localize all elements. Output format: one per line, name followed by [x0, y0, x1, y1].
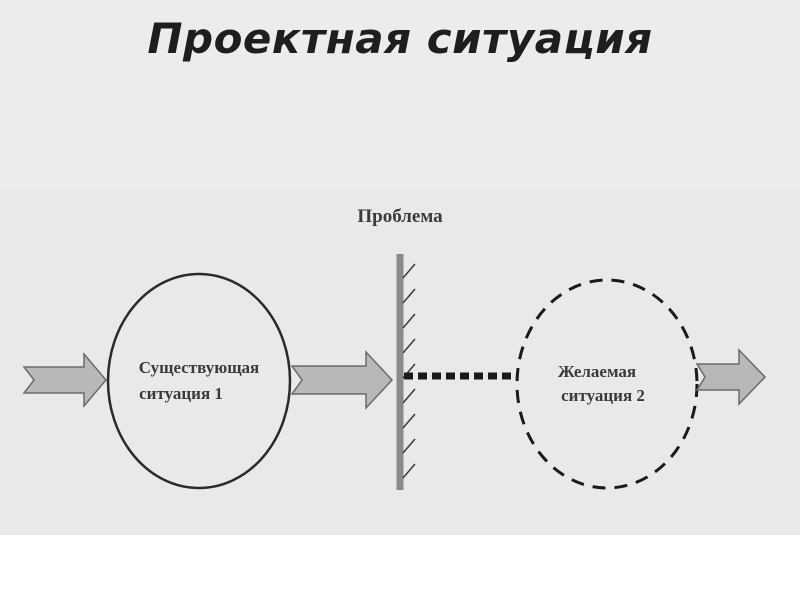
existing-situation-circle: [106, 272, 292, 490]
existing-situation-label-line2: ситуация 1: [139, 384, 223, 403]
desired-situation-label-line2: ситуация 2: [561, 386, 645, 405]
existing-situation-label-line1: Существующая: [139, 358, 260, 377]
title-band: [0, 0, 800, 190]
output-arrow: [695, 348, 767, 406]
input-arrow: [22, 351, 107, 409]
transition-arrow: [290, 350, 394, 410]
problem-label: Проблема: [357, 206, 443, 227]
desired-situation-circle: [515, 278, 699, 490]
problem-barrier: [396, 254, 416, 490]
slide-title: Проектная ситуация: [147, 14, 653, 63]
desired-situation-label-line1: Желаемая: [558, 362, 636, 381]
